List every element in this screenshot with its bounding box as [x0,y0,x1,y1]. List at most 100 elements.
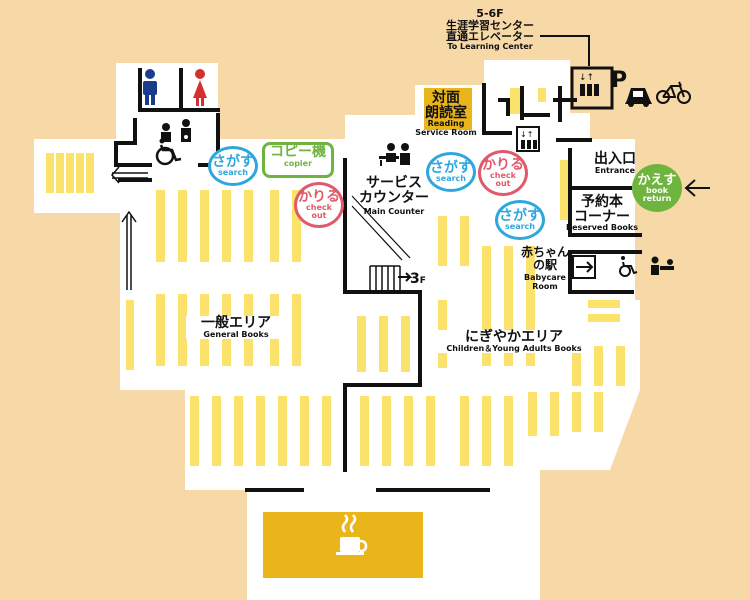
svg-text:↓↑: ↓↑ [579,73,594,83]
bookshelf [256,396,265,466]
search-marker[interactable]: さがす search [426,152,476,192]
reserved-books-label: 予約本 コーナー Reserved Books [561,195,643,233]
search-jp: さがす [430,159,472,176]
elevator-icon: ↓↑ [520,130,537,149]
checkout-marker[interactable]: かりる check out [478,150,528,196]
bookshelf [156,190,165,262]
escalator [510,88,546,114]
elevator-button-panel [516,126,540,152]
reading-room-block [424,88,472,130]
babycare-en2: Room [532,281,558,291]
learning-center-jp: 生涯学習センター [446,18,534,32]
bookshelf [278,396,287,466]
bookshelf [300,396,309,466]
elevator-icon: ↓↑ [579,73,599,96]
bookshelf [270,190,279,262]
wheelchair-icon [155,144,182,166]
babycare-jp2: の駅 [532,257,557,272]
entrance-label: 出入口 Entrance [588,152,642,175]
bookshelf [526,246,535,366]
elevator-jp: 直通エレベーター [446,30,534,44]
copier-marker[interactable]: コピー機 copier [262,142,334,178]
bookshelf [76,153,84,193]
learning-center-en: To Learning Center [447,41,533,51]
search-en: search [436,173,466,183]
bookshelf [357,316,366,372]
general-en: General Books [203,329,269,339]
walls [114,68,642,492]
bookshelf [572,346,581,386]
bookshelf [528,392,537,436]
bookshelf [504,396,513,466]
bookshelf [190,396,199,466]
bookshelf [379,316,388,372]
family-restroom-icon [161,119,191,142]
copier-jp: コピー機 [270,144,326,160]
reading-room-en1: Reading [427,119,465,129]
stairs-floor-suffix: F [419,276,426,286]
search-marker[interactable]: さがす search [495,200,545,240]
bookshelf [588,314,620,322]
arrow-up-icon [121,210,137,290]
bookshelf [438,216,447,266]
bookshelf [594,346,603,386]
entrance-arrow-icon [684,179,710,197]
bookshelf [292,294,301,366]
car-icon [625,88,652,107]
bookshelf [594,392,603,432]
reserved-jp2: コーナー [574,208,630,225]
bookshelf [401,316,410,372]
bookshelf [56,153,64,193]
reserved-en: Reserved Books [565,223,639,233]
search-jp: さがす [212,153,254,170]
babycare-icon [651,256,674,275]
bookshelf [588,300,620,308]
reading-room-en2: Service Room [415,127,477,137]
elevator-shaft [570,66,614,110]
babycare-label: 赤ちゃん の駅 Babycare Room [516,246,574,291]
return-jp: かえす [637,172,677,188]
bookshelf [460,396,469,466]
bookshelf [550,392,559,436]
children-area-label: にぎやかエリア Children＆Young Adults Books [434,330,594,354]
checkout-marker[interactable]: かりる check out [294,182,344,228]
reading-room-jp2: 朗読室 [425,104,467,121]
svg-text:↓↑: ↓↑ [520,130,533,139]
male-restroom-icon [143,69,157,105]
stairs-floor-number: 3 [410,271,420,287]
bookshelf [404,396,413,466]
bookshelf [222,190,231,262]
floor-numbers: 5-6F [476,7,504,20]
general-area-label: 一般エリア General Books [186,316,286,340]
bicycle-icon [656,81,691,104]
bookshelf [66,153,74,193]
copier-en: copier [283,159,313,169]
bookshelf [572,392,581,432]
wheelchair-icon [619,261,638,277]
bookshelf [322,396,331,466]
main-counter-jp1: サービス [366,175,422,191]
bookshelf [126,300,134,370]
bookshelf [292,190,301,262]
bookshelf [426,396,435,466]
bookshelf [46,153,54,193]
bookshelf [200,190,209,262]
cafe-cup-icon [336,514,368,555]
main-counter-label: サービス カウンター Main Counter [352,176,436,217]
main-counter-en: Main Counter [363,207,425,217]
reserved-jp1: 予約本 [581,194,623,210]
book-return-marker[interactable]: かえす book return [632,164,682,212]
stairs [351,195,413,290]
bookshelf [382,396,391,466]
babycare-en1: Babycare [524,273,566,283]
bookshelf [86,153,94,193]
checkout-en1: check [306,202,332,212]
female-restroom-icon [193,69,207,106]
search-marker[interactable]: さがす search [208,146,258,186]
bookshelf [460,216,469,266]
entrance-en: Entrance [594,165,636,175]
main-counter-jp2: カウンター [359,189,429,206]
search-en: search [218,167,248,177]
